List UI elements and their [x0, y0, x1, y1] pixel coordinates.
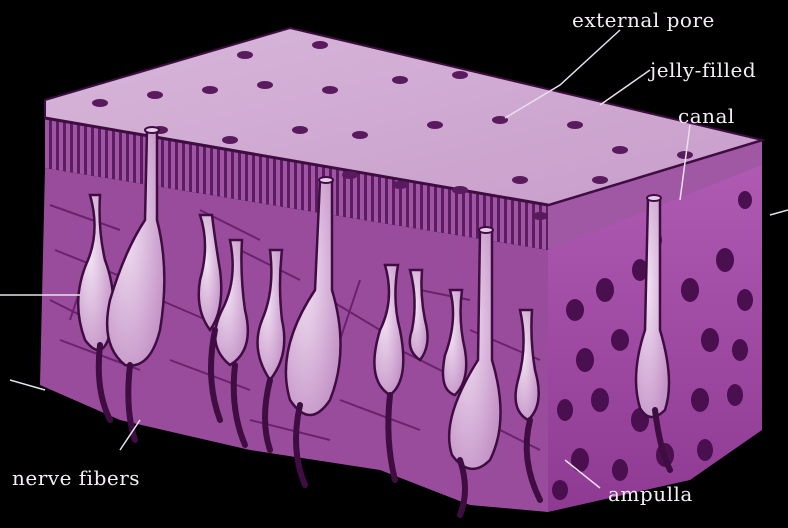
label-external-pore: external pore: [572, 8, 715, 32]
label-canal: canal: [678, 104, 735, 128]
label-nerve-fibers: nerve fibers: [12, 466, 140, 490]
label-jelly-filled: jelly-filled: [650, 58, 756, 82]
label-ampulla: ampulla: [608, 482, 693, 506]
